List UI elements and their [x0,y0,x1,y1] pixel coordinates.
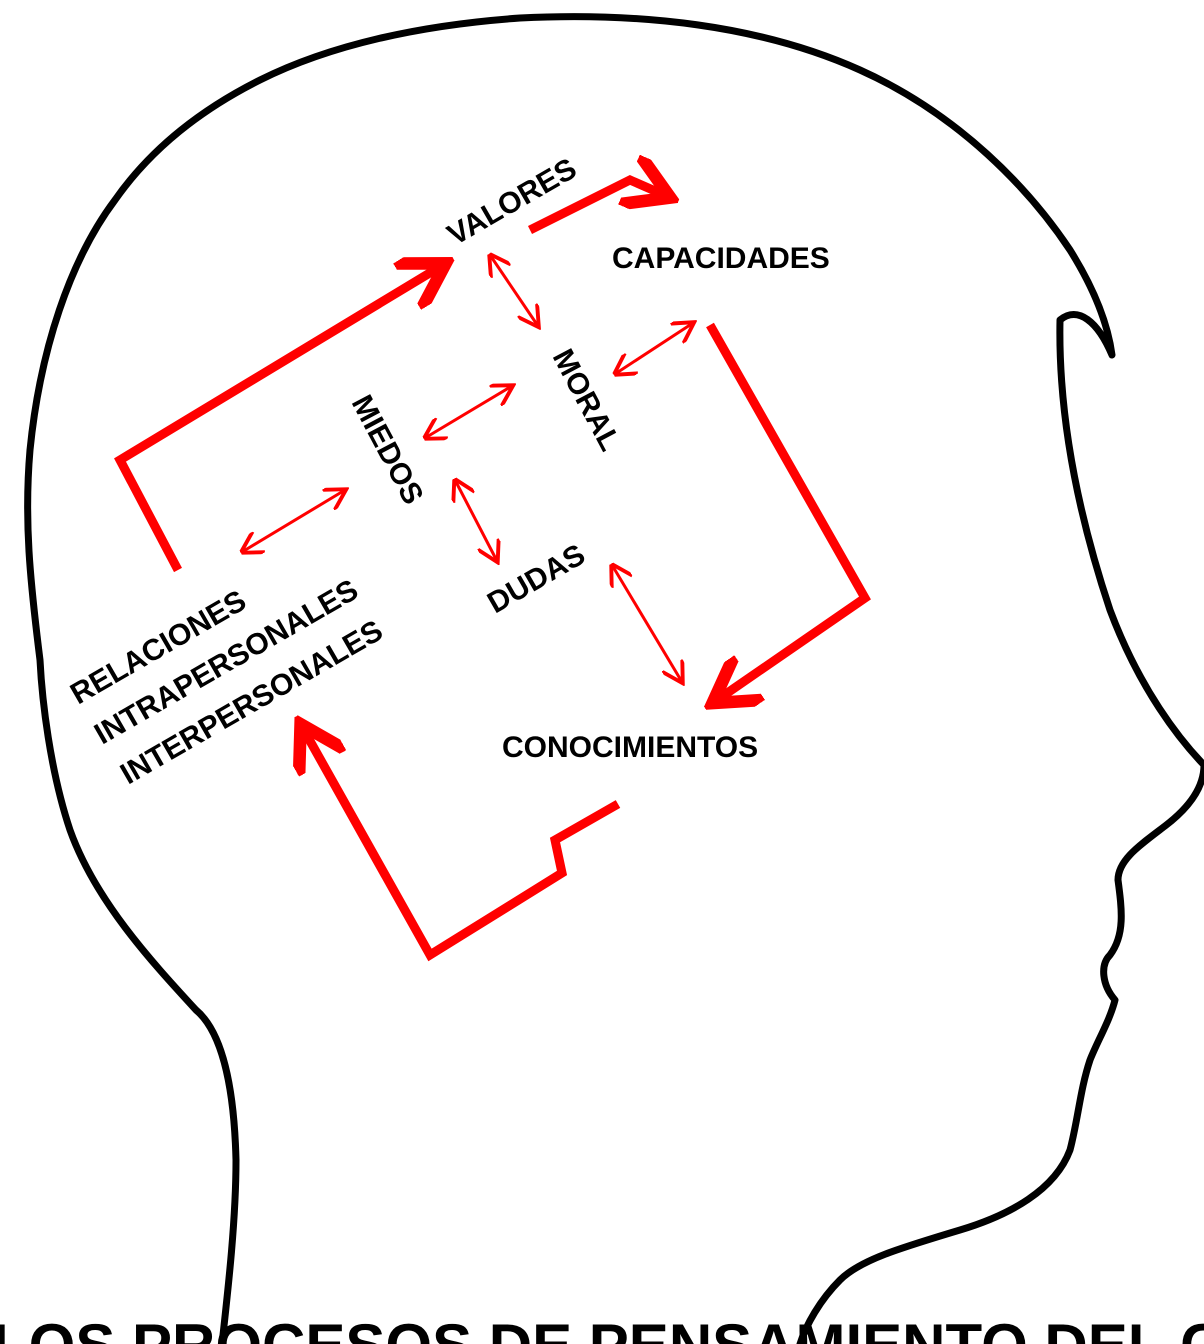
dbl-arrow-dudas-conocimientos [612,565,682,682]
dbl-arrow-miedos-moral [425,386,512,438]
bottom-title: LOS PROCESOS DE PENSAMIENTO DEL CUIDADO [0,1312,1204,1344]
label-miedos: MIEDOS [345,390,430,510]
label-valores: VALORES [442,152,582,252]
dbl-arrow-moral-capacidades [615,323,693,374]
label-dudas: DUDAS [482,538,591,620]
dbl-arrow-miedos-dudas [455,480,497,561]
label-moral: MORAL [546,344,627,457]
dbl-arrow-valores-moral [490,255,538,326]
label-conocimientos: CONOCIMIENTOS [502,731,758,764]
dbl-arrow-relaciones-miedos [242,490,345,552]
arrow-capacidades-to-conocimientos [710,325,865,698]
label-capacidades: CAPACIDADES [612,242,830,275]
arrow-conocimientos-to-relaciones [305,732,618,955]
